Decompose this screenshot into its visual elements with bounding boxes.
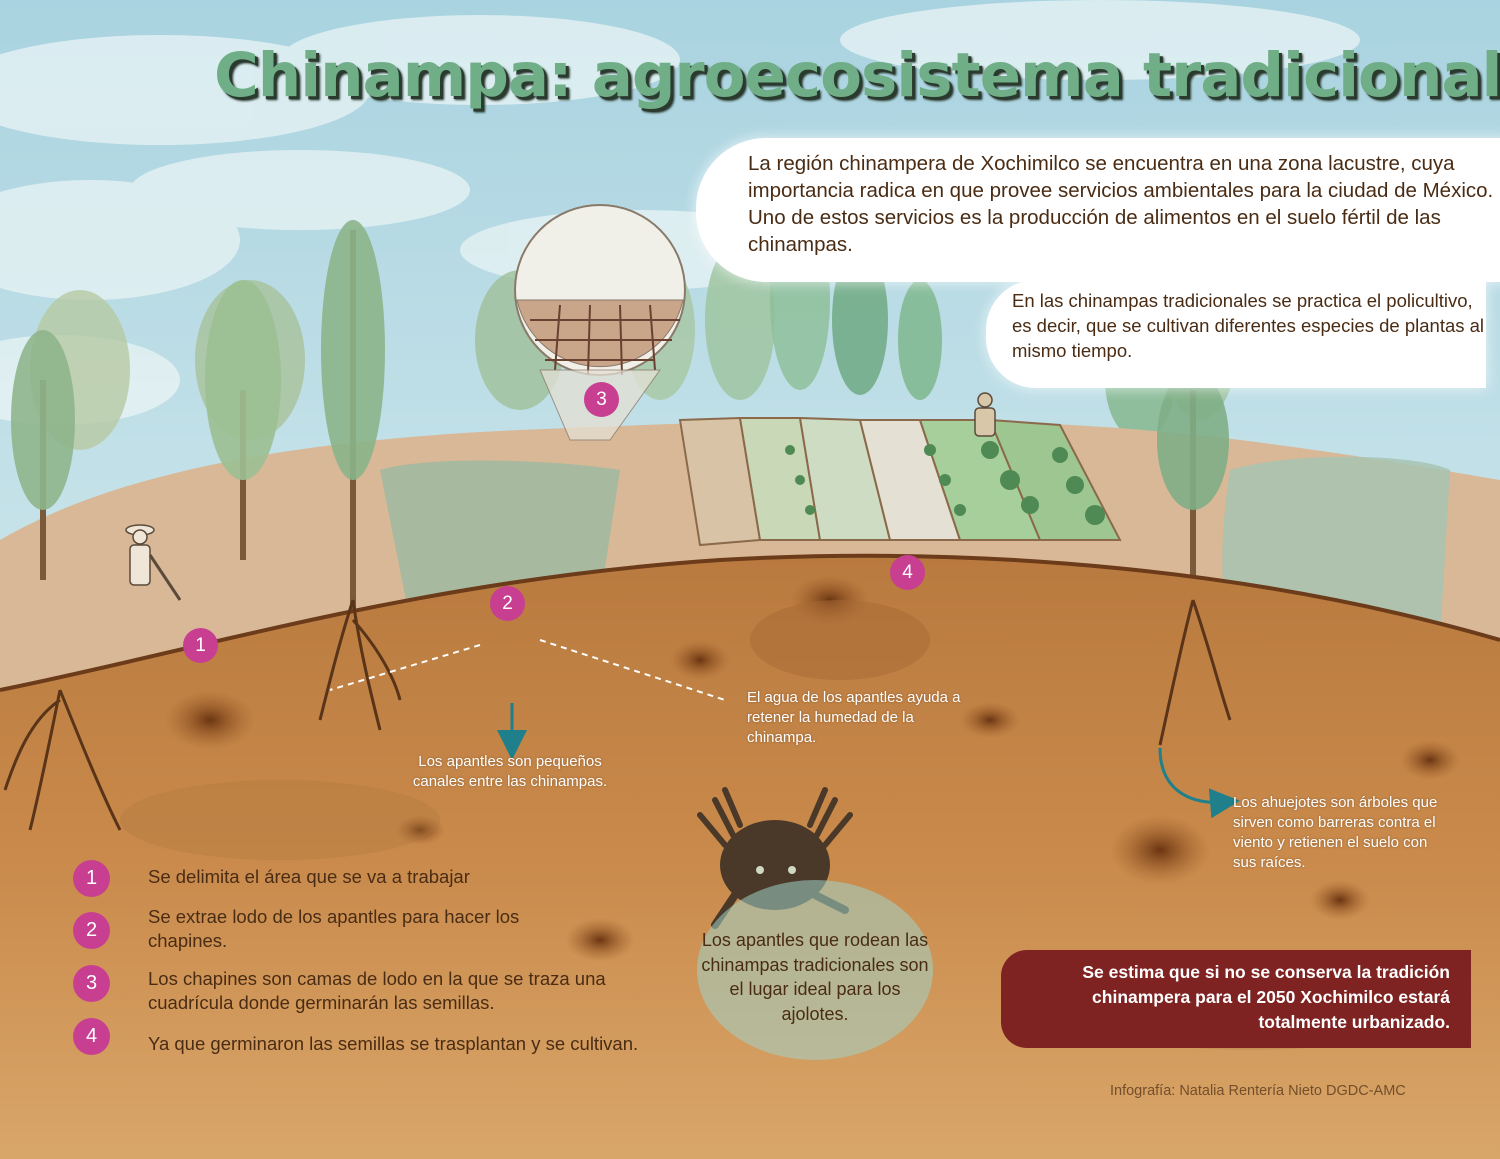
crop-rows	[678, 416, 1122, 547]
note-humedad: El agua de los apantles ayuda a retener …	[747, 689, 961, 746]
marker-2: 2	[490, 586, 525, 621]
intro-bubble: La región chinampera de Xochimilco se en…	[696, 138, 1500, 282]
legend-text-1: Se delimita el área que se va a trabajar	[148, 866, 470, 887]
water-arrows	[329, 639, 726, 701]
arrow-curve	[1158, 747, 1240, 819]
credit: Infografía: Natalia Rentería Nieto DGDC-…	[1110, 1083, 1406, 1099]
ajolote-text: Los apantles que rodean las chinampas tr…	[701, 930, 929, 1024]
warning-text: Se estima que si no se conserva la tradi…	[1082, 962, 1450, 1032]
seed-grid	[530, 304, 680, 376]
farmer-figure	[125, 524, 182, 601]
marker-3: 3	[584, 382, 619, 417]
ahuejote-trees	[11, 220, 1229, 610]
legend-text-3: Los chapines son camas de lodo en la que…	[148, 968, 606, 1013]
note-ahuejotes: Los ahuejotes son árboles que sirven com…	[1233, 794, 1438, 871]
ajolote-bubble	[697, 880, 933, 1060]
legend-text-2: Se extrae lodo de los apantles para hace…	[148, 906, 520, 951]
legend-marker-2: 2	[73, 912, 110, 949]
legend-marker-4: 4	[73, 1018, 110, 1055]
policultivo-text: En las chinampas tradicionales se practi…	[1012, 290, 1485, 361]
legend-marker-1: 1	[73, 860, 110, 897]
plants	[785, 441, 1105, 525]
infographic-title: Chinampa: agroecosistema tradicional	[214, 40, 1500, 111]
marker-4: 4	[890, 555, 925, 590]
policultivo-bubble: En las chinampas tradicionales se practi…	[986, 280, 1486, 388]
intro-text: La región chinampera de Xochimilco se en…	[748, 152, 1494, 256]
legend-marker-3: 3	[73, 965, 110, 1002]
farmer-figure-right	[974, 392, 996, 437]
tree-roots	[3, 599, 1232, 831]
marker-1: 1	[183, 628, 218, 663]
legend-text-4: Ya que germinaron las semillas se traspl…	[148, 1033, 639, 1054]
note-apantles: Los apantles son pequeños canales entre …	[412, 753, 608, 790]
warning-box	[1001, 950, 1471, 1048]
